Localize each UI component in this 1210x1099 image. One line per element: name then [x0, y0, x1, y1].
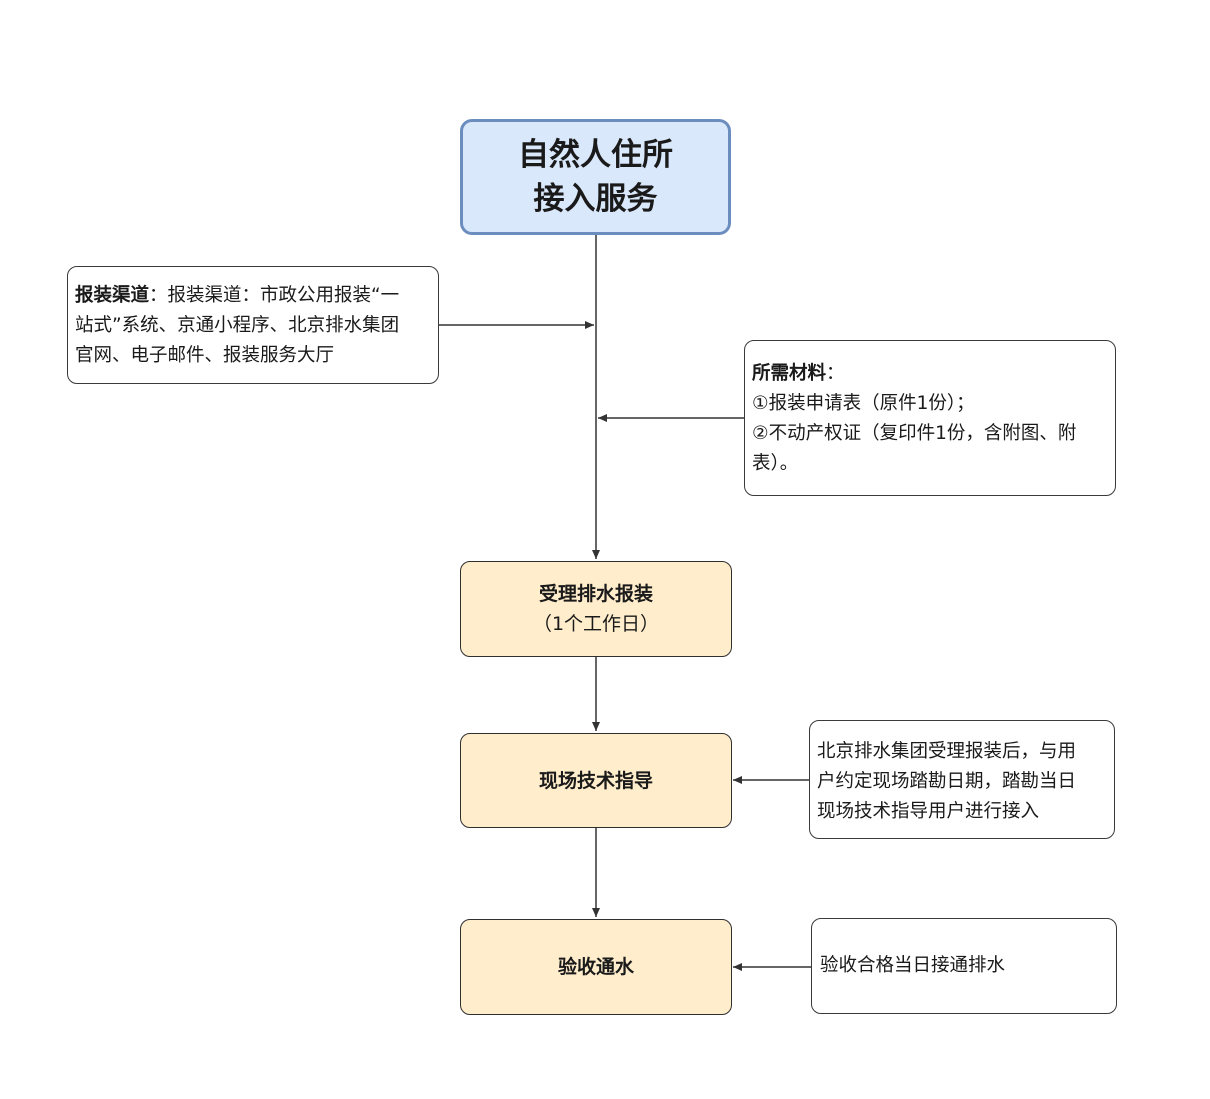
materials-item-1: ①报装申请表（原件1份）；: [752, 393, 975, 414]
step-acceptance-water-name: 验收通水: [557, 956, 634, 978]
channel-note-line3: 官网、电子邮件、报装服务大厅: [75, 345, 335, 366]
materials-note-box: 所需材料： ①报装申请表（原件1份）； ②不动产权证（复印件1份，含附图、附 表…: [744, 340, 1116, 496]
acceptance-note-line1: 验收合格当日接通排水: [820, 955, 1006, 976]
channel-label-sep: ：: [149, 285, 168, 306]
channel-note-line2: 站式”系统、京通小程序、北京排水集团: [75, 315, 400, 336]
channel-note-line1: 报装渠道：报装渠道：市政公用报装“一: [75, 281, 430, 311]
step-accept-application-duration: （1个工作日）: [532, 613, 660, 635]
guidance-note-box: 北京排水集团受理报装后，与用 户约定现场踏勘日期，踏勘当日 现场技术指导用户进行…: [809, 720, 1115, 839]
materials-heading: 所需材料：: [752, 359, 1107, 389]
materials-label: 所需材料: [752, 363, 827, 384]
channel-note-box: 报装渠道：报装渠道：市政公用报装“一 站式”系统、京通小程序、北京排水集团 官网…: [67, 266, 439, 384]
step-onsite-guidance: 现场技术指导: [460, 733, 732, 828]
materials-label-sep: ：: [826, 363, 845, 384]
channel-line1-text: 报装渠道：市政公用报装“一: [167, 285, 400, 306]
acceptance-note-box: 验收合格当日接通排水: [811, 918, 1117, 1014]
step-accept-application-name: 受理排水报装: [538, 583, 653, 605]
step-accept-application: 受理排水报装 （1个工作日）: [460, 561, 732, 657]
materials-item-2: ②不动产权证（复印件1份，含附图、附: [752, 423, 1077, 444]
step-acceptance-water: 验收通水: [460, 919, 732, 1015]
channel-label: 报装渠道: [75, 285, 150, 306]
service-title-line1: 自然人住所: [518, 137, 673, 173]
guidance-note-line3: 现场技术指导用户进行接入: [817, 801, 1040, 822]
materials-item-2-cont: 表）。: [752, 453, 799, 474]
step-onsite-guidance-name: 现场技术指导: [538, 769, 653, 792]
service-title-box: 自然人住所 接入服务: [460, 119, 731, 235]
guidance-note-line1: 北京排水集团受理报装后，与用: [817, 741, 1077, 762]
service-title-line2: 接入服务: [533, 181, 658, 217]
guidance-note-line2: 户约定现场踏勘日期，踏勘当日: [817, 771, 1077, 792]
